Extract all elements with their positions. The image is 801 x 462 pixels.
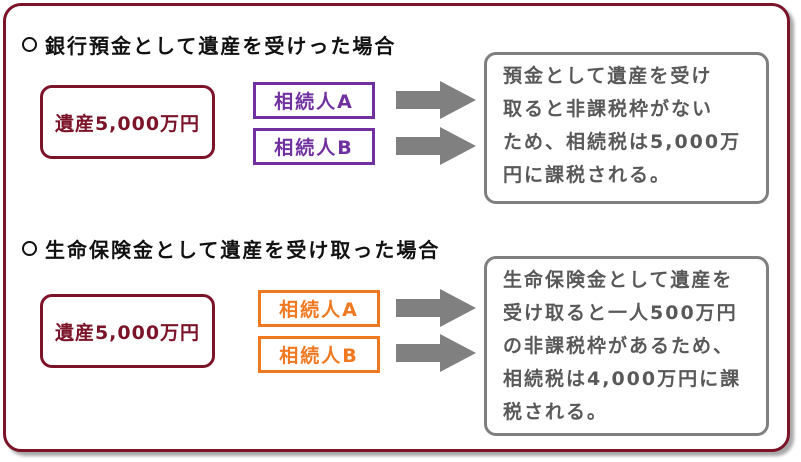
section1-desc-line: 取ると非課税枠がない <box>503 98 714 120</box>
section2-desc-line: 相続税は4,000万円に課 <box>503 368 742 390</box>
section2-heir-a-label: 相続人A <box>279 299 359 321</box>
section1-arrow-b-icon <box>396 127 476 165</box>
section2-arrow-a-icon <box>396 289 476 327</box>
section2-desc-line: 税される。 <box>503 401 609 423</box>
section2-estate-box: 遺産5,000万円 <box>40 294 215 368</box>
section2-desc-line: 受け取ると一人500万円 <box>503 302 738 324</box>
section1-arrow-a-icon <box>396 81 476 119</box>
section1-desc-line: 円に課税される。 <box>503 164 672 186</box>
section1-heading-text: 銀行預金として遺産を受けった場合 <box>45 34 397 58</box>
section1-heading: 銀行預金として遺産を受けった場合 <box>22 30 396 59</box>
section2-description-box: 生命保険金として遺産を 受け取ると一人500万円 の非課税枠があるため、 相続税… <box>484 256 769 436</box>
section1-desc-line: ため、相続税は5,000万 <box>503 131 742 153</box>
section2-heir-b-label: 相続人B <box>279 345 359 367</box>
circle-bullet-icon <box>22 37 37 52</box>
section2-heir-b: 相続人B <box>258 336 380 373</box>
section2-arrow-b-icon <box>396 334 476 372</box>
section1-heir-b-label: 相続人B <box>274 137 354 159</box>
section2-desc-line: 生命保険金として遺産を <box>503 269 734 291</box>
section2-heading-text: 生命保険金として遺産を受け取った場合 <box>45 238 441 262</box>
section1-estate-box: 遺産5,000万円 <box>40 85 215 159</box>
section1-heir-a-label: 相続人A <box>274 91 354 113</box>
section2-estate-label: 遺産5,000万円 <box>54 321 201 344</box>
section2-heading: 生命保険金として遺産を受け取った場合 <box>22 234 440 263</box>
section2-heir-a: 相続人A <box>258 290 380 327</box>
circle-bullet-icon <box>22 241 37 256</box>
section1-estate-label: 遺産5,000万円 <box>54 112 201 135</box>
section2-desc-line: の非課税枠があるため、 <box>503 335 735 357</box>
section1-heir-b: 相続人B <box>253 128 375 165</box>
section1-heir-a: 相続人A <box>253 82 375 119</box>
section1-desc-line: 預金として遺産を受け <box>503 65 713 87</box>
section1-description-box: 預金として遺産を受け 取ると非課税枠がない ため、相続税は5,000万 円に課税… <box>484 52 769 204</box>
